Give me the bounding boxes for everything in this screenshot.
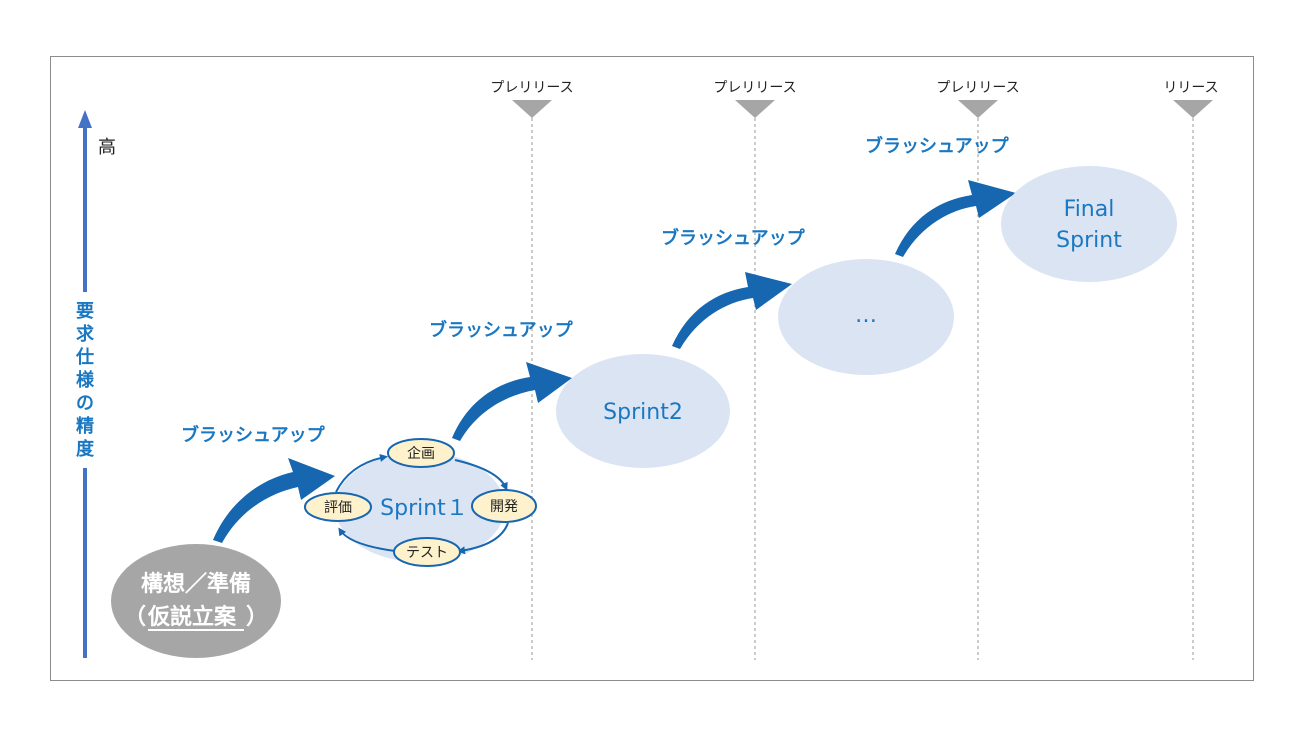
phase-eval-label: 評価 <box>324 500 352 516</box>
phase-eval-bubble <box>304 492 372 522</box>
axis-label-background <box>70 292 100 468</box>
phase-plan-label: 企画 <box>407 445 435 462</box>
sprint2-stage: Sprint2 <box>556 354 730 468</box>
axis-label-char: 求 <box>76 323 95 345</box>
preparation-title: 構想／準備 <box>141 571 251 597</box>
brushup-label-1: ブラッシュアップ <box>181 424 326 446</box>
brushup-arrow-1-icon <box>213 458 335 543</box>
axis-label-char: 仕 <box>75 346 94 368</box>
milestone-marker-icon <box>1173 100 1213 118</box>
brushup-label-2: ブラッシュアップ <box>429 319 574 341</box>
sprint-more-ellipse <box>778 259 954 375</box>
phase-test-bubble <box>393 537 461 567</box>
axis-label-char: 様 <box>76 369 95 391</box>
sprint-more-stage: … <box>778 259 954 375</box>
sprint-more-title: … <box>855 303 877 328</box>
phase-test-label: テスト <box>406 545 448 561</box>
preparation-stage: 構想／準備 （ 仮説立案 ） <box>111 544 281 658</box>
axis-label-char: 精 <box>76 415 94 437</box>
milestone-marker-icon <box>512 100 552 118</box>
preparation-paren-open: （ <box>124 605 146 630</box>
brushup-label-4: ブラッシュアップ <box>865 135 1010 157</box>
brushup-label-3: ブラッシュアップ <box>661 227 806 249</box>
sprint1-title: Sprint１ <box>380 496 468 521</box>
phase-dev-label: 開発 <box>490 499 518 515</box>
preparation-subtitle: 仮説立案 <box>147 604 237 630</box>
preparation-paren-close: ） <box>246 605 268 630</box>
final-sprint-stage: Final Sprint <box>1001 166 1177 282</box>
axis-label-char: の <box>76 393 94 414</box>
brushup-arrow-4-icon <box>895 180 1016 257</box>
milestone-marker-icon <box>958 100 998 118</box>
sprint1-stage: Sprint１ 企画 開発 テスト 評価 <box>304 438 537 567</box>
final-sprint-ellipse <box>1001 166 1177 282</box>
milestone-marker-icon <box>735 100 775 118</box>
sprint1-ellipse <box>335 452 505 562</box>
sprint2-title: Sprint2 <box>603 400 683 425</box>
final-sprint-title-line1: Final <box>1064 197 1115 222</box>
milestone-label-prerelease-1: プレリリース <box>490 80 573 96</box>
axis-label-vertical: 要 求 仕 様 の 精 度 <box>75 301 95 460</box>
cycle-arrow-test-to-eval-icon <box>338 527 396 552</box>
milestone-label-prerelease-3: プレリリース <box>936 80 1019 96</box>
phase-dev-bubble <box>471 489 537 523</box>
milestone-label-prerelease-2: プレリリース <box>713 80 796 96</box>
cycle-arrow-eval-to-plan-icon <box>335 454 388 493</box>
axis-high-label: 高 <box>98 137 116 158</box>
sprint2-ellipse <box>556 354 730 468</box>
preparation-ellipse <box>111 544 281 658</box>
axis-arrow-up-icon <box>78 110 92 128</box>
brushup-arrow-2-icon <box>452 362 572 441</box>
milestone-label-release: リリース <box>1163 80 1218 96</box>
phase-plan-bubble <box>387 438 455 468</box>
cycle-arrow-dev-to-test-icon <box>457 522 509 555</box>
cycle-arrow-plan-to-dev-icon <box>454 459 508 491</box>
axis-label-char: 度 <box>76 438 95 460</box>
final-sprint-title-line2: Sprint <box>1056 228 1122 253</box>
axis-label-char: 要 <box>76 301 94 322</box>
brushup-arrow-3-icon <box>672 272 792 349</box>
